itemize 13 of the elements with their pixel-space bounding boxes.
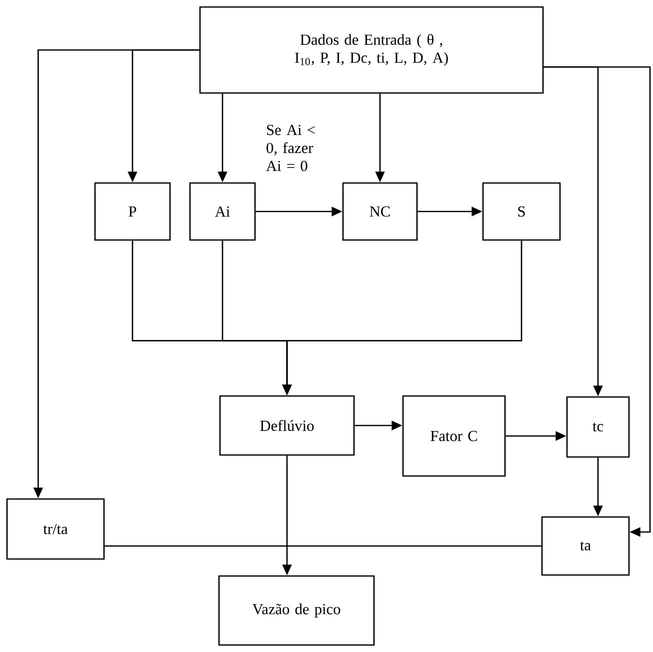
process-box: tr/ta bbox=[6, 498, 105, 560]
process-box: S bbox=[482, 182, 561, 241]
process-box: Deflúvio bbox=[219, 395, 355, 456]
process-box: Ai bbox=[189, 182, 256, 241]
process-box: ta bbox=[541, 516, 630, 576]
process-box: tc bbox=[566, 396, 630, 458]
edge-label: Se Ai < 0, fazer Ai = 0 bbox=[264, 124, 334, 172]
arrow bbox=[544, 66, 651, 537]
process-box: NC bbox=[342, 182, 418, 241]
process-box: Dados de Entrada ( θ , I$_{10}$, P, I, Dc, ti, L, D, A) bbox=[199, 6, 544, 94]
process-box: Vazão de pico bbox=[218, 575, 375, 646]
process-box: Fator C bbox=[402, 395, 506, 477]
process-box: P bbox=[94, 182, 171, 241]
